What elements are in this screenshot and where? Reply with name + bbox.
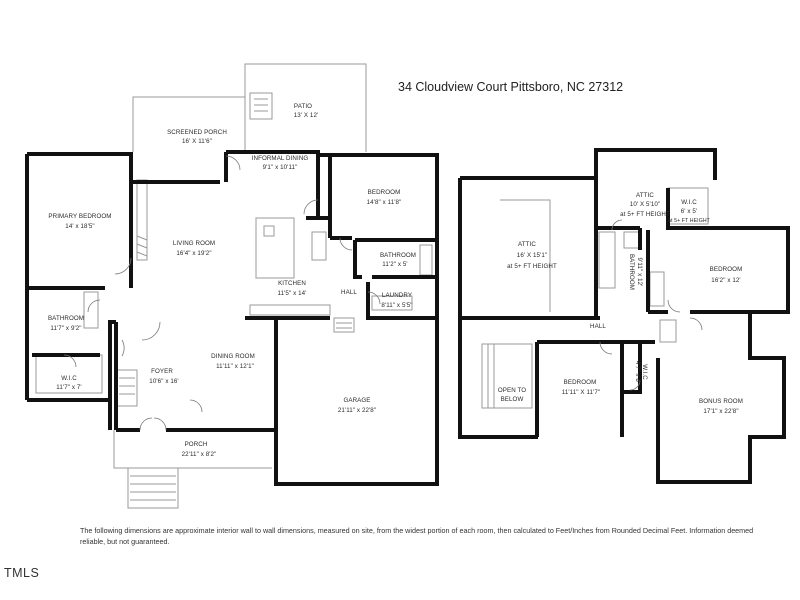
- door-swings-second: [599, 219, 703, 391]
- open-to-below-line2: BELOW: [501, 396, 524, 403]
- second-floor-plan: [458, 148, 790, 484]
- room-dims-foyer: 10'6" x 16': [149, 378, 178, 385]
- room-dims-wic: 11'7" x 7': [56, 384, 81, 391]
- room-dims-bathroom-primary: 11'7" x 9'2": [50, 325, 81, 332]
- room-name-bedroom-center: BEDROOM: [564, 379, 597, 386]
- room-dims-bathroom-right: 11'2" x 5': [382, 261, 407, 268]
- room-name-laundry: LAUNDRY: [382, 292, 412, 299]
- thin-outlines-second: [481, 187, 709, 409]
- room-name-patio: PATIO: [294, 103, 312, 110]
- door-swings: [63, 155, 381, 431]
- room-dims-bathroom-second: 9'11" x 12': [636, 258, 643, 287]
- room-dims-informal-dining: 9'1" x 10'11": [263, 164, 298, 171]
- room-dims-screened-porch: 16' X 11'6": [182, 138, 212, 145]
- room-name-bedroom: BEDROOM: [368, 189, 401, 196]
- open-to-below-line1: OPEN TO: [498, 387, 526, 394]
- room-dims-bedroom-center: 11'11" X 11'7": [562, 389, 600, 396]
- room-dims-dining-room: 11'11" x 12'1": [216, 363, 254, 370]
- room-name-porch: PORCH: [185, 441, 208, 448]
- room-name-kitchen: KITCHEN: [278, 280, 306, 287]
- room-name-bonus-room: BONUS ROOM: [699, 398, 743, 405]
- second-floor-labels: ATTIC 10' X 5'10" at 5+ FT HEIGHT W.I.C …: [498, 192, 743, 415]
- room-dims-kitchen: 11'5" x 14': [278, 290, 307, 297]
- room-dims-primary-bedroom: 14' x 18'5": [65, 223, 94, 230]
- room-name-hall-second: HALL: [590, 323, 606, 330]
- room-dims-patio: 13' X 12': [294, 112, 319, 119]
- mls-logo: TMLS: [4, 566, 40, 580]
- room-dims-bedroom-right: 16'2" x 12': [711, 277, 740, 284]
- room-name-informal-dining: INFORMAL DINING: [252, 155, 309, 162]
- thin-outlines: [35, 63, 433, 509]
- room-name-screened-porch: SCREENED PORCH: [167, 129, 227, 136]
- property-address: 34 Cloudview Court Pittsboro, NC 27312: [398, 80, 624, 94]
- room-dims-bonus-room: 17'1" x 22'8": [703, 408, 738, 415]
- room-name-wic-second: W.I.C: [681, 199, 697, 206]
- room-name-bathroom-right: BATHROOM: [380, 252, 416, 259]
- room-name-wic: W.I.C: [61, 375, 77, 382]
- room-name-wic-small: W.I.C: [641, 364, 648, 380]
- first-floor-plan: [25, 63, 439, 509]
- room-name-bedroom-right: BEDROOM: [710, 266, 743, 273]
- room-dims-porch: 22'11" x 8'2": [182, 451, 217, 458]
- room-note-attic-small: at 5+ FT HEIGHT: [620, 211, 670, 218]
- room-dims-attic-large: 16' X 15'1": [517, 252, 547, 259]
- room-name-attic-large: ATTIC: [518, 241, 536, 248]
- room-note-attic-large: at 5+ FT HEIGHT: [507, 263, 557, 270]
- room-name-hall: HALL: [341, 289, 357, 296]
- room-name-living-room: LIVING ROOM: [173, 240, 215, 247]
- room-dims-wic-second: 6' x 5': [681, 208, 697, 215]
- walls-second: [458, 148, 790, 484]
- first-floor-labels: PATIO 13' X 12' SCREENED PORCH 16' X 11'…: [48, 103, 416, 458]
- room-name-foyer: FOYER: [151, 368, 173, 375]
- room-name-bathroom-second: BATHROOM: [628, 254, 635, 290]
- room-dims-living-room: 16'4" x 19'2": [176, 250, 211, 257]
- measurement-disclaimer: The following dimensions are approximate…: [80, 526, 754, 546]
- room-note-wic-second: at 5+ FT HEIGHT: [668, 218, 711, 224]
- room-name-bathroom-primary: BATHROOM: [48, 315, 84, 322]
- room-dims-attic-small: 10' X 5'10": [630, 201, 660, 208]
- room-dims-garage: 21'11" x 22'8": [338, 407, 376, 414]
- room-name-primary-bedroom: PRIMARY BEDROOM: [48, 213, 111, 220]
- room-name-garage: GARAGE: [343, 397, 370, 404]
- room-dims-wic-small: 4'7" x 8': [634, 361, 641, 383]
- room-name-dining-room: DINING ROOM: [211, 353, 255, 360]
- room-dims-laundry: 8'11" x 5'5": [381, 302, 412, 309]
- room-dims-bedroom: 14'8" x 11'8": [367, 199, 402, 206]
- room-name-attic-small: ATTIC: [636, 192, 654, 199]
